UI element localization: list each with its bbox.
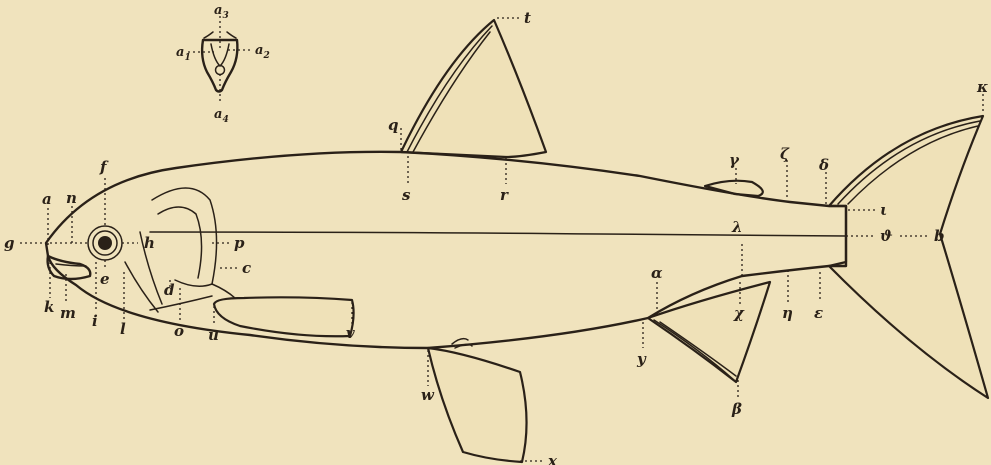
label-f: f [99, 158, 109, 176]
label-l: l [120, 320, 126, 338]
label-x: x [547, 452, 558, 465]
label-y: y [636, 350, 647, 368]
gill-opening [212, 284, 235, 298]
label-s: s [402, 186, 411, 204]
label-eta: η [782, 304, 793, 322]
inset-barbel-right [227, 32, 236, 38]
label-h: h [144, 234, 155, 252]
label-iota: ι [880, 201, 887, 219]
label-a: a [42, 190, 52, 208]
gill-cover [152, 188, 217, 284]
label-theta: ϑ [880, 227, 893, 245]
subopercle [175, 280, 212, 286]
label-p: p [234, 234, 245, 252]
label-a4: a4 [214, 107, 229, 125]
label-chi: χ [733, 304, 745, 322]
label-a2: a2 [255, 43, 270, 61]
first-dorsal-fin [401, 20, 546, 157]
label-i: i [92, 312, 98, 330]
label-n: n [66, 189, 77, 207]
label-c: c [242, 259, 251, 277]
mouth-inset [188, 16, 252, 104]
label-r: r [500, 186, 509, 204]
interopercle [125, 262, 158, 312]
gill-arch-outer [158, 207, 202, 278]
label-g: g [4, 234, 15, 252]
anal-fin [648, 282, 770, 382]
label-e: e [100, 270, 110, 288]
label-o: o [174, 322, 184, 340]
label-u: u [208, 326, 219, 344]
label-q: q [388, 116, 399, 134]
label-beta: β [731, 400, 742, 418]
inset-barbel-left [204, 32, 213, 38]
label-gamma: γ [729, 151, 740, 169]
pectoral-fin [214, 297, 354, 336]
label-b: b [934, 227, 945, 245]
ventral-fin [428, 339, 527, 462]
label-d: d [164, 281, 175, 299]
label-w: w [421, 386, 435, 404]
label-m: m [60, 304, 76, 322]
label-zeta: ζ [780, 145, 790, 163]
label-v: v [346, 324, 355, 342]
label-t: t [524, 9, 531, 27]
label-delta: δ [818, 156, 829, 174]
label-kappa: κ [976, 78, 988, 96]
label-a3: a3 [214, 3, 229, 21]
label-lambda: λ [731, 218, 743, 236]
label-epsilon: ε [814, 304, 823, 322]
eye-pupil [98, 236, 112, 250]
caudal-fin [829, 116, 988, 398]
label-k: k [44, 298, 54, 316]
label-alpha: α [651, 264, 663, 282]
label-a1: a1 [176, 45, 191, 63]
